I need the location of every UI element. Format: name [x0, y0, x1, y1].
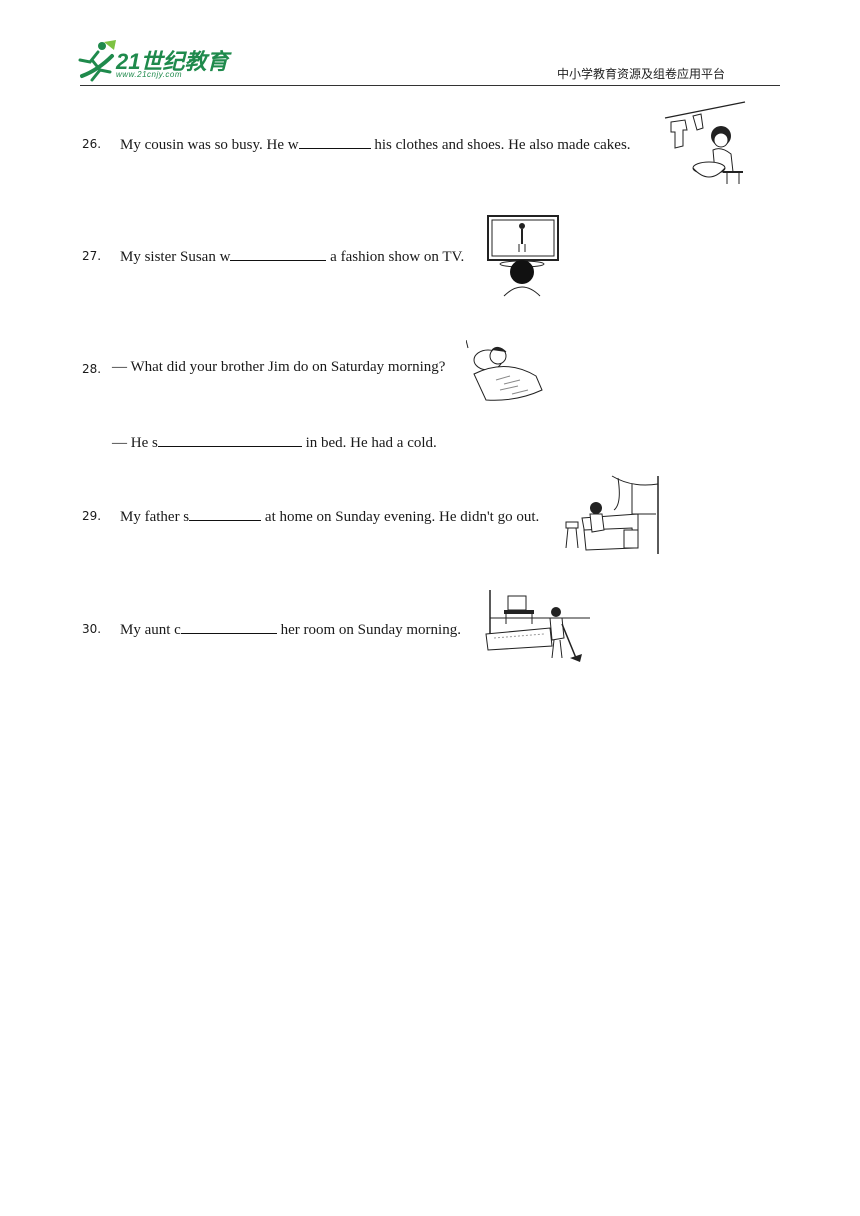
question-text-after: his clothes and shoes. He also made cake…: [370, 137, 631, 153]
answer-blank[interactable]: [189, 506, 262, 521]
answer-blank[interactable]: [298, 134, 371, 149]
question-number: 26.: [82, 137, 102, 151]
answer-blank[interactable]: [157, 432, 302, 447]
answer-line-28: — He s in bed. He had a cold.: [112, 432, 437, 452]
header-divider: [80, 85, 780, 86]
runner-logo-icon: [78, 40, 116, 82]
vacuuming-room-icon: [484, 588, 592, 664]
question-26: My cousin was so busy. He w his clothes …: [120, 134, 631, 154]
question-text-before: My father s: [120, 509, 190, 525]
logo-url: www.21cnjy.com: [116, 70, 182, 79]
question-number: 28.: [82, 362, 102, 376]
question-text-before: My sister Susan w: [120, 249, 231, 265]
question-text-before: My cousin was so busy. He w: [120, 137, 299, 153]
logo-title: 21世纪教育: [116, 49, 229, 74]
answer-blank[interactable]: [230, 246, 327, 261]
question-text-before: — He s: [112, 435, 158, 451]
question-text-before: My aunt c: [120, 622, 181, 638]
washing-clothes-icon: [663, 100, 747, 188]
question-number: 29.: [82, 509, 102, 523]
question-text-after: her room on Sunday morning.: [276, 622, 461, 638]
platform-name: 中小学教育资源及组卷应用平台: [556, 67, 725, 81]
question-29: My father s at home on Sunday evening. H…: [120, 506, 539, 526]
watching-tv-icon: [486, 214, 560, 298]
question-text-after: in bed. He had a cold.: [301, 435, 437, 451]
question-number: 27.: [82, 249, 102, 263]
question-28: — What did your brother Jim do on Saturd…: [112, 359, 445, 376]
sick-in-bed-icon: [466, 340, 546, 402]
answer-blank[interactable]: [180, 619, 277, 634]
question-27: My sister Susan w a fashion show on TV.: [120, 246, 464, 266]
question-text: — What did your brother Jim do on Saturd…: [112, 359, 446, 375]
sitting-on-sofa-icon: [562, 474, 662, 556]
question-30: My aunt c her room on Sunday morning.: [120, 619, 461, 639]
page-header: 21世纪教育 www.21cnjy.com 中小学教育资源及组卷应用平台: [0, 0, 860, 90]
question-text-after: at home on Sunday evening. He didn't go …: [261, 509, 540, 525]
question-number: 30.: [82, 622, 102, 636]
question-text-after: a fashion show on TV.: [326, 249, 465, 265]
